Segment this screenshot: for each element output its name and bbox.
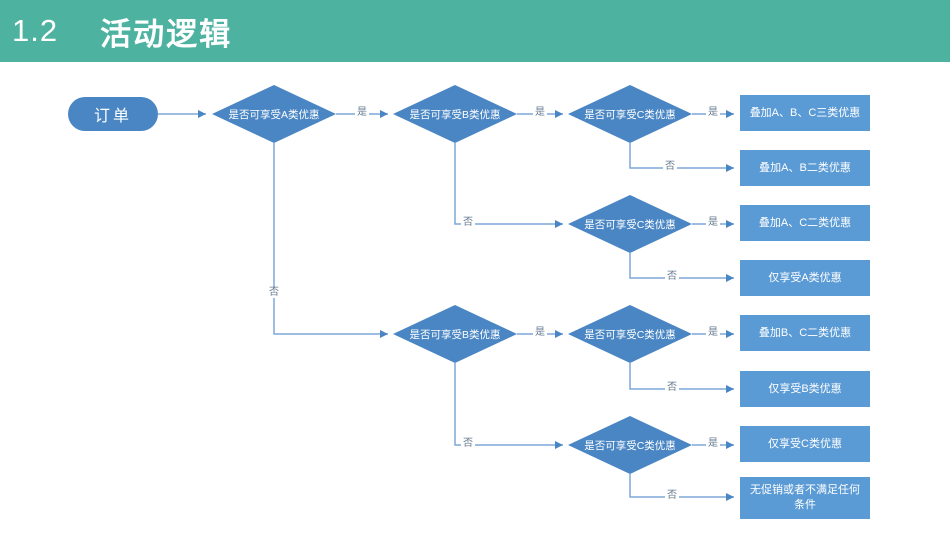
result-box-stack-abc: 叠加A、B、C三类优惠 [740, 95, 870, 131]
edge-b1-no-c2 [454, 143, 563, 228]
section-number: 1.2 [12, 13, 59, 48]
edge-label-yes: 是 [533, 107, 547, 118]
edge-b2-no-c4 [454, 363, 563, 449]
edge-label-yes: 是 [706, 438, 720, 449]
result-box-only-a: 仅享受A类优惠 [740, 260, 870, 296]
edge-label-no: 否 [665, 490, 679, 501]
result-box-none: 无促销或者不满足任何条件 [740, 477, 870, 519]
edge-label-yes: 是 [355, 107, 369, 118]
start-node-order: 订单 [68, 97, 158, 131]
result-box-stack-ab: 叠加A、B二类优惠 [740, 150, 870, 186]
edge-label-yes: 是 [706, 107, 720, 118]
edge-c2-no-result [629, 253, 734, 282]
edge-label-yes: 是 [533, 327, 547, 338]
edge-label-no: 否 [663, 161, 677, 172]
result-box-only-c: 仅享受C类优惠 [740, 426, 870, 462]
result-box-only-b: 仅享受B类优惠 [740, 371, 870, 407]
edge-label-yes: 是 [706, 217, 720, 228]
edge-c3-no-result [629, 363, 734, 393]
edge-label-no: 否 [665, 382, 679, 393]
edge-label-no: 否 [267, 287, 281, 298]
edge-label-yes: 是 [706, 327, 720, 338]
edge-label-no: 否 [665, 271, 679, 282]
page-title: 活动逻辑 [100, 16, 233, 52]
edge-label-no: 否 [461, 438, 475, 449]
edge-label-no: 否 [461, 217, 475, 228]
header: 1.2 活动逻辑 [0, 0, 950, 62]
edge-a-no-b2 [273, 143, 388, 338]
result-box-stack-bc: 叠加B、C二类优惠 [740, 315, 870, 351]
result-box-stack-ac: 叠加A、C二类优惠 [740, 205, 870, 241]
edge-c1-no-result [629, 143, 734, 172]
edge-c4-no-result [629, 474, 734, 501]
